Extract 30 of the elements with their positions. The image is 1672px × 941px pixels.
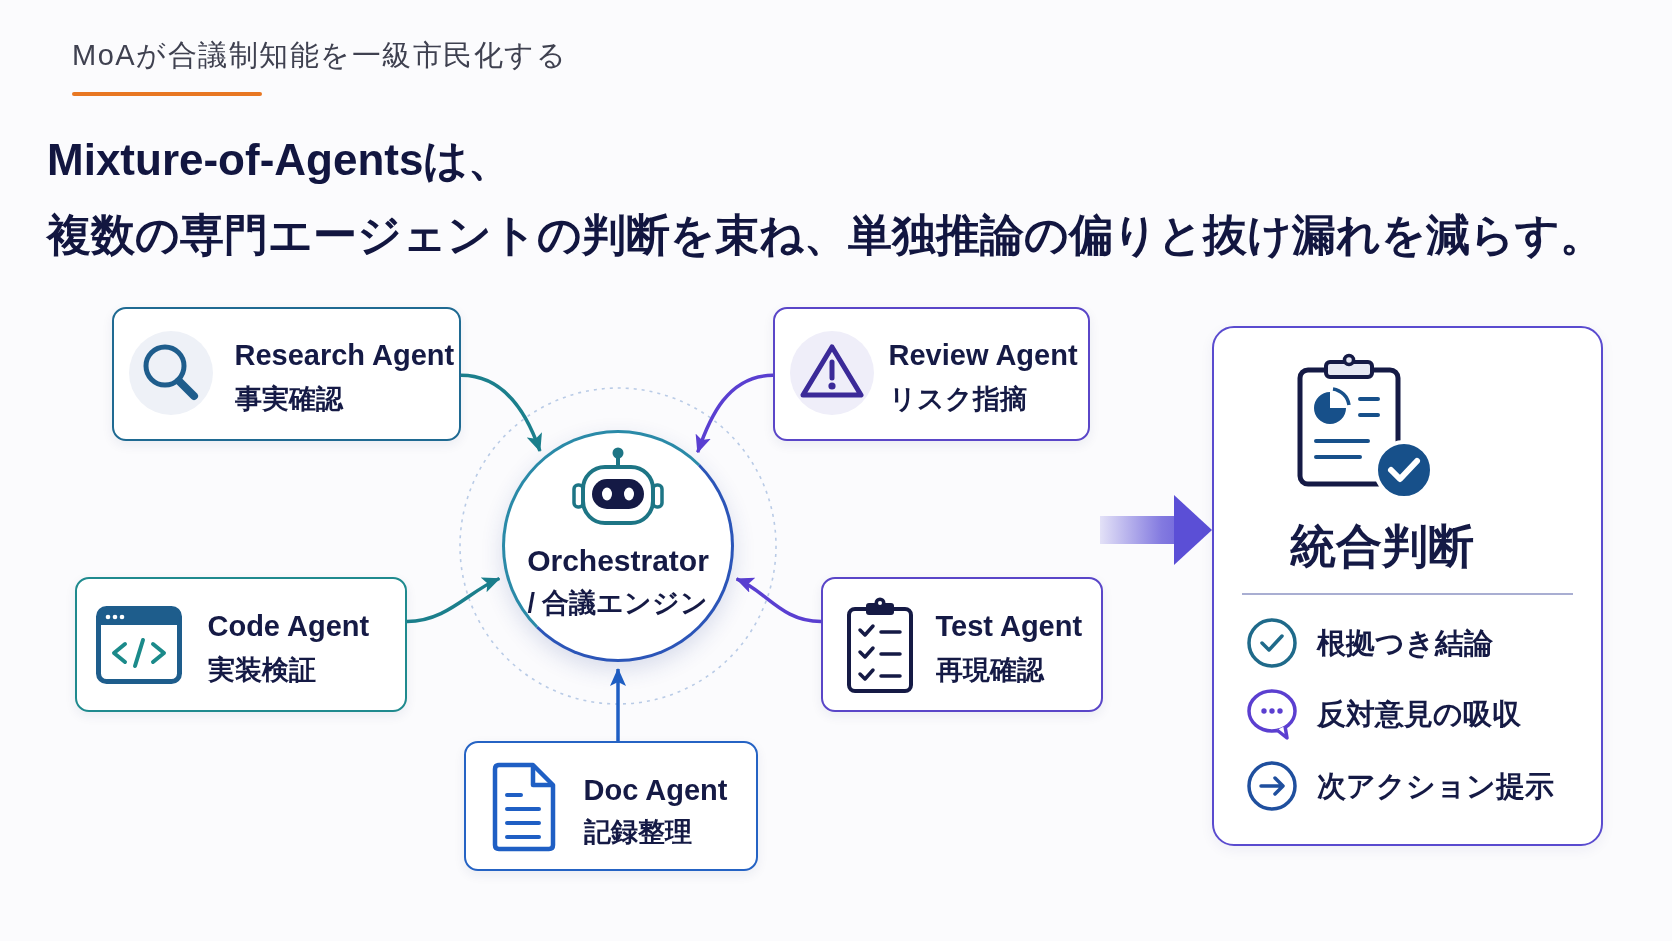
agent-name: Test Agent xyxy=(935,608,1083,644)
panel-heading: 統合判断 xyxy=(1289,518,1474,574)
headline: Mixture-of-Agentsは、複数の専門エージェントの判断を束ね、単独推論の偏りと抜け漏れを減らす。 xyxy=(47,134,1605,261)
agent-role: 実装検証 xyxy=(207,653,316,687)
arrow xyxy=(406,576,501,624)
arrow xyxy=(695,373,774,454)
arrow xyxy=(460,373,542,452)
result-panel xyxy=(1212,326,1603,846)
agent-role: 再現確認 xyxy=(935,653,1044,687)
arrow xyxy=(735,577,822,624)
block-arrow xyxy=(1100,495,1212,565)
orchestrator-subtitle: / 合議エンジン xyxy=(527,587,709,620)
arrow xyxy=(610,668,626,741)
agent-name: Code Agent xyxy=(207,608,370,644)
agent-card xyxy=(75,577,407,712)
result-item: 根拠つき結論 xyxy=(1316,625,1493,661)
agent-role: 事実確認 xyxy=(234,382,343,416)
result-item: 次アクション提示 xyxy=(1316,768,1554,804)
section-label: MoAが合議制知能を一級市民化する xyxy=(72,38,568,73)
agent-name: Doc Agent xyxy=(583,772,728,808)
agent-card xyxy=(821,577,1103,712)
agent-card xyxy=(773,307,1090,441)
agent-card xyxy=(112,307,461,441)
orchestrator-name: Orchestrator xyxy=(527,543,709,579)
agent-card xyxy=(464,741,758,871)
agent-name: Research Agent xyxy=(234,337,455,373)
agent-name: Review Agent xyxy=(888,337,1078,373)
agent-role: リスク指摘 xyxy=(888,382,1027,416)
result-item: 反対意見の吸収 xyxy=(1316,696,1521,732)
agent-role: 記録整理 xyxy=(583,815,692,849)
